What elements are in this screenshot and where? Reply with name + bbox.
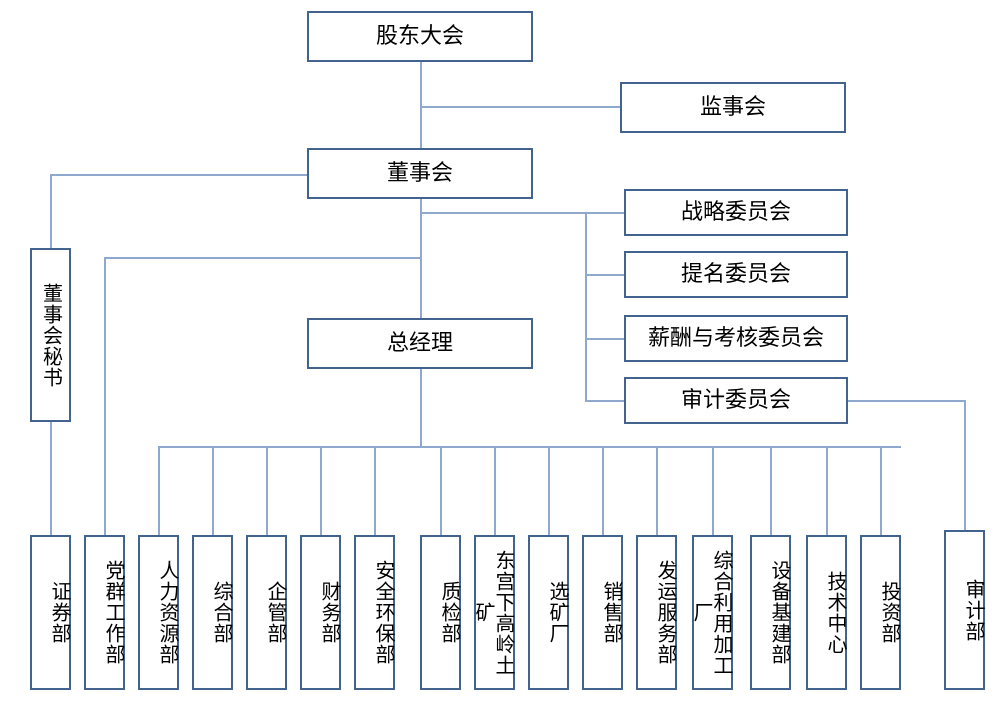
line-drop-donggong-mine [494,446,496,535]
node-department-audit[interactable]: 审计部 [944,530,985,690]
line-drop-investment [880,446,882,535]
node-department-safety-environment[interactable]: 安全环保部 [354,535,395,690]
node-department-human-resources[interactable]: 人力资源部 [138,535,179,690]
line-committee-nomination [585,274,625,276]
node-department-human-resources-label: 人力资源部 [156,560,178,665]
node-board-of-directors[interactable]: 董事会 [307,148,533,199]
node-department-safety-environment-label: 安全环保部 [372,560,394,665]
line-drop-finance [320,446,322,535]
line-drop-safety-environment [374,446,376,535]
node-department-sales-label: 销售部 [600,581,622,644]
line-audit-committee-to-audit-dept-v [964,400,966,530]
line-drop-ore-dressing [548,446,550,535]
node-committee-strategy[interactable]: 战略委员会 [624,189,848,236]
line-drop-general-affairs [212,446,214,535]
line-committee-remuneration [585,338,625,340]
line-drop-comprehensive-use [712,446,714,535]
node-committee-remuneration-label: 薪酬与考核委员会 [647,325,824,351]
node-department-finance[interactable]: 财务部 [300,535,341,690]
node-committee-strategy-label: 战略委员会 [680,199,791,225]
node-department-enterprise-mgmt-label: 企管部 [264,581,286,644]
node-department-equipment-capital[interactable]: 设备基建部 [750,535,791,690]
node-department-finance-label: 财务部 [318,581,340,644]
node-department-technology-center-label: 技术中心 [824,570,846,655]
node-department-sales[interactable]: 销售部 [582,535,623,690]
node-department-investment-label: 投资部 [878,581,900,644]
node-department-audit-label: 审计部 [962,578,984,642]
node-board-of-directors-label: 董事会 [386,160,453,186]
node-department-party-affairs-label: 党群工作部 [102,560,124,665]
node-department-equipment-capital-label: 设备基建部 [768,560,790,665]
node-committee-nomination-label: 提名委员会 [680,261,791,287]
line-committees-trunk [585,212,587,400]
node-department-general-affairs[interactable]: 综合部 [192,535,233,690]
node-department-enterprise-mgmt[interactable]: 企管部 [246,535,287,690]
node-department-general-affairs-label: 综合部 [210,581,232,644]
line-gm-stem [420,369,422,447]
node-committee-nomination[interactable]: 提名委员会 [624,251,848,298]
node-department-securities-label: 证券部 [48,581,70,644]
line-secretary-to-securities [50,422,52,535]
node-department-ore-dressing-label: 选矿厂 [546,581,568,644]
node-committee-remuneration[interactable]: 薪酬与考核委员会 [624,315,848,362]
node-department-securities[interactable]: 证券部 [30,535,71,690]
line-drop-technology-center [826,446,828,535]
node-department-shipping-service-label: 发运服务部 [654,560,676,665]
line-department-bus [158,446,901,448]
node-general-manager-label: 总经理 [386,330,453,356]
node-department-quality-inspection[interactable]: 质检部 [420,535,461,690]
node-department-quality-inspection-label: 质检部 [438,581,460,644]
line-drop-shipping-service [656,446,658,535]
line-drop-equipment-capital [770,446,772,535]
node-shareholders-meeting[interactable]: 股东大会 [307,11,533,62]
line-board-to-gm [420,199,422,319]
node-board-secretary[interactable]: 董事会秘书 [30,248,71,422]
node-department-technology-center[interactable]: 技术中心 [806,535,847,690]
node-committee-audit[interactable]: 审计委员会 [624,377,848,424]
line-board-to-party-affairs-h [104,257,421,259]
line-board-to-committees-h [420,212,626,214]
node-department-donggong-mine[interactable]: 东宫下高岭土矿 [472,535,515,690]
node-department-comprehensive-use[interactable]: 综合利用加工厂 [690,535,733,690]
node-department-ore-dressing[interactable]: 选矿厂 [528,535,569,690]
line-drop-human-resources [158,446,160,535]
line-committee-audit [585,400,625,402]
node-shareholders-meeting-label: 股东大会 [375,23,464,49]
node-board-secretary-label: 董事会秘书 [39,282,62,388]
line-drop-enterprise-mgmt [266,446,268,535]
node-department-investment[interactable]: 投资部 [860,535,901,690]
line-drop-sales [602,446,604,535]
node-department-party-affairs[interactable]: 党群工作部 [84,535,125,690]
node-committee-audit-label: 审计委员会 [680,387,791,413]
node-general-manager[interactable]: 总经理 [307,318,533,369]
line-board-to-secretary-h [50,174,308,176]
node-department-comprehensive-use-label: 综合利用加工厂 [690,549,732,676]
line-board-to-party-affairs-v [104,257,106,535]
node-department-shipping-service[interactable]: 发运服务部 [636,535,677,690]
node-supervisory-board[interactable]: 监事会 [620,82,846,133]
line-audit-committee-to-audit-dept-h [848,400,965,402]
line-drop-quality-inspection [440,446,442,535]
line-committee-strategy [585,212,625,214]
node-supervisory-board-label: 监事会 [699,94,766,120]
line-board-to-secretary-v [50,174,52,248]
line-shareholders-to-supervisory [420,106,624,108]
node-department-donggong-mine-label: 东宫下高岭土矿 [472,549,514,676]
